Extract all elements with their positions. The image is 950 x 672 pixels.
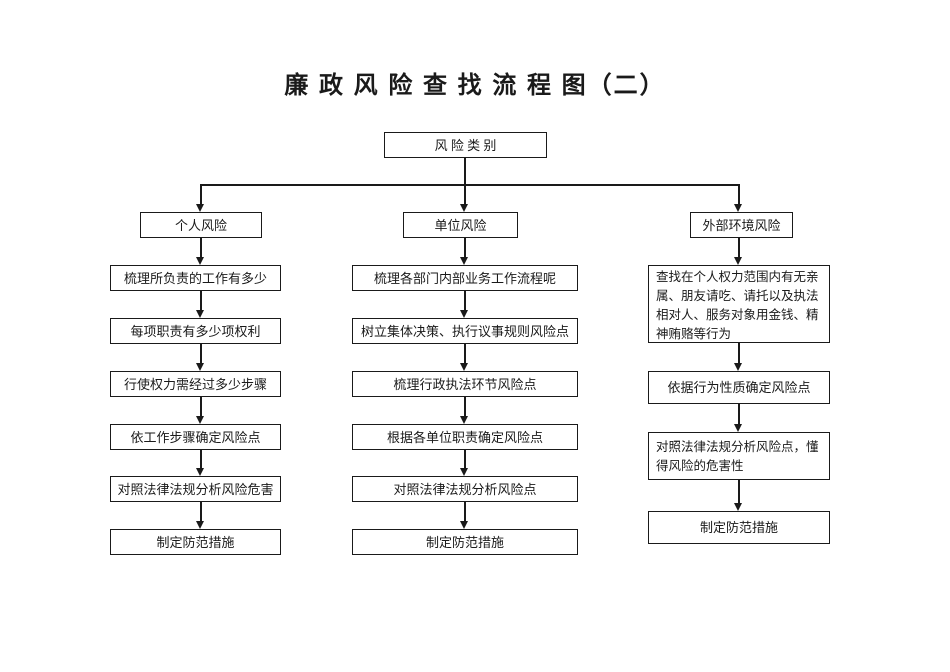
connector-line <box>200 238 202 257</box>
connector-line <box>200 344 202 363</box>
node-unit-step-1: 梳理各部门内部业务工作流程呢 <box>352 265 578 291</box>
arrow-down-icon <box>734 204 742 212</box>
connector-line <box>738 238 740 257</box>
arrow-down-icon <box>196 257 204 265</box>
node-personal-step-1: 梳理所负责的工作有多少 <box>110 265 281 291</box>
node-risk-category: 风 险 类 别 <box>384 132 547 158</box>
node-unit-step-3: 梳理行政执法环节风险点 <box>352 371 578 397</box>
arrow-down-icon <box>460 363 468 371</box>
node-external-step-3: 对照法律法规分析风险点，懂得风险的危害性 <box>648 432 830 480</box>
connector-line <box>200 450 202 468</box>
arrow-down-icon <box>196 416 204 424</box>
node-unit-risk: 单位风险 <box>403 212 518 238</box>
connector-line <box>464 291 466 310</box>
connector-line <box>464 502 466 521</box>
page-title: 廉 政 风 险 查 找 流 程 图（二） <box>284 72 666 99</box>
node-unit-step-2: 树立集体决策、执行议事规则风险点 <box>352 318 578 344</box>
connector-line <box>464 238 466 257</box>
arrow-down-icon <box>196 310 204 318</box>
node-personal-step-4: 依工作步骤确定风险点 <box>110 424 281 450</box>
arrow-down-icon <box>460 416 468 424</box>
arrow-down-icon <box>460 310 468 318</box>
connector-line <box>200 397 202 416</box>
connector-line <box>200 291 202 310</box>
connector-root-drop <box>464 158 466 205</box>
arrow-down-icon <box>734 503 742 511</box>
node-unit-step-5: 对照法律法规分析风险点 <box>352 476 578 502</box>
arrow-down-icon <box>734 424 742 432</box>
node-external-risk: 外部环境风险 <box>690 212 793 238</box>
arrow-down-icon <box>460 204 468 212</box>
arrow-down-icon <box>460 468 468 476</box>
arrow-down-icon <box>734 363 742 371</box>
node-personal-step-3: 行使权力需经过多少步骤 <box>110 371 281 397</box>
arrow-down-icon <box>196 468 204 476</box>
node-external-step-4: 制定防范措施 <box>648 511 830 544</box>
arrow-down-icon <box>460 521 468 529</box>
arrow-down-icon <box>196 363 204 371</box>
node-personal-step-2: 每项职责有多少项权利 <box>110 318 281 344</box>
connector-line <box>738 480 740 503</box>
connector-line <box>200 502 202 521</box>
arrow-down-icon <box>196 521 204 529</box>
node-personal-step-6: 制定防范措施 <box>110 529 281 555</box>
connector-left-drop <box>200 184 202 205</box>
arrow-down-icon <box>734 257 742 265</box>
connector-line <box>464 397 466 416</box>
connector-right-drop <box>738 184 740 205</box>
node-personal-risk: 个人风险 <box>140 212 262 238</box>
connector-line <box>464 344 466 363</box>
arrow-down-icon <box>196 204 204 212</box>
node-unit-step-6: 制定防范措施 <box>352 529 578 555</box>
node-external-step-2: 依据行为性质确定风险点 <box>648 371 830 404</box>
connector-line <box>464 450 466 468</box>
connector-branch-bar <box>200 184 740 186</box>
arrow-down-icon <box>460 257 468 265</box>
node-personal-step-5: 对照法律法规分析风险危害 <box>110 476 281 502</box>
connector-line <box>738 404 740 424</box>
node-unit-step-4: 根据各单位职责确定风险点 <box>352 424 578 450</box>
connector-line <box>738 343 740 363</box>
node-external-step-1: 查找在个人权力范围内有无亲属、朋友请吃、请托以及执法相对人、服务对象用金钱、精神… <box>648 265 830 343</box>
